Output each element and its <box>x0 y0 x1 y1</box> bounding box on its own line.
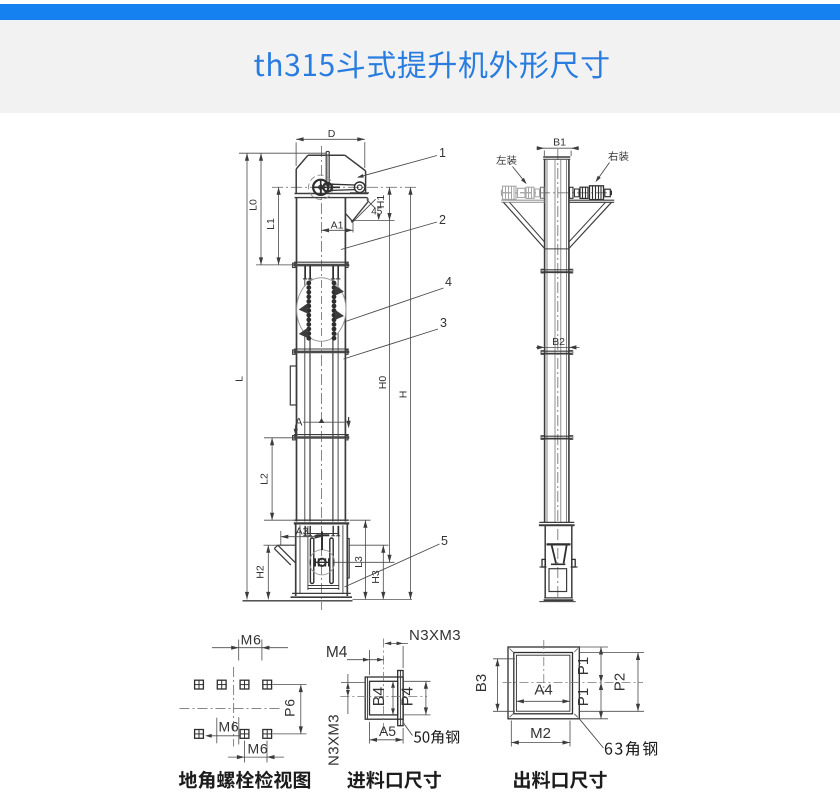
svg-text:4: 4 <box>445 275 452 289</box>
svg-text:A3: A3 <box>296 525 309 537</box>
svg-text:A1: A1 <box>331 220 344 232</box>
svg-text:L1: L1 <box>265 218 277 230</box>
svg-text:A5: A5 <box>379 723 396 739</box>
svg-text:N3XM3: N3XM3 <box>326 714 343 766</box>
svg-text:H1: H1 <box>375 195 387 209</box>
svg-text:B4: B4 <box>371 687 388 707</box>
svg-text:B1: B1 <box>553 137 566 149</box>
svg-text:M6: M6 <box>247 741 268 757</box>
svg-text:M4: M4 <box>326 644 348 661</box>
svg-text:H0: H0 <box>377 376 389 390</box>
svg-text:1: 1 <box>439 146 446 160</box>
svg-text:P4: P4 <box>399 687 416 707</box>
svg-text:A: A <box>295 417 303 429</box>
svg-text:D: D <box>328 128 336 140</box>
svg-text:N3XM3: N3XM3 <box>409 627 461 644</box>
svg-text:H: H <box>398 391 410 399</box>
svg-text:P2: P2 <box>612 673 629 691</box>
svg-text:L2: L2 <box>259 473 271 485</box>
svg-text:H3: H3 <box>370 570 382 584</box>
svg-text:H2: H2 <box>255 565 267 579</box>
svg-text:3: 3 <box>440 316 447 330</box>
svg-text:M6: M6 <box>218 719 239 735</box>
svg-text:2: 2 <box>439 213 446 227</box>
svg-text:B3: B3 <box>473 674 490 692</box>
svg-text:A4: A4 <box>534 682 552 699</box>
svg-text:L3: L3 <box>353 556 365 568</box>
svg-text:45: 45 <box>371 206 383 217</box>
svg-text:L: L <box>234 376 246 382</box>
svg-text:5: 5 <box>441 534 448 548</box>
svg-text:B2: B2 <box>552 336 565 348</box>
svg-text:P1: P1 <box>575 688 592 706</box>
svg-text:P6: P6 <box>282 698 298 717</box>
svg-text:M6: M6 <box>241 632 262 648</box>
svg-text:M2: M2 <box>530 725 551 742</box>
svg-text:L0: L0 <box>248 199 260 211</box>
svg-text:P1: P1 <box>575 657 592 675</box>
